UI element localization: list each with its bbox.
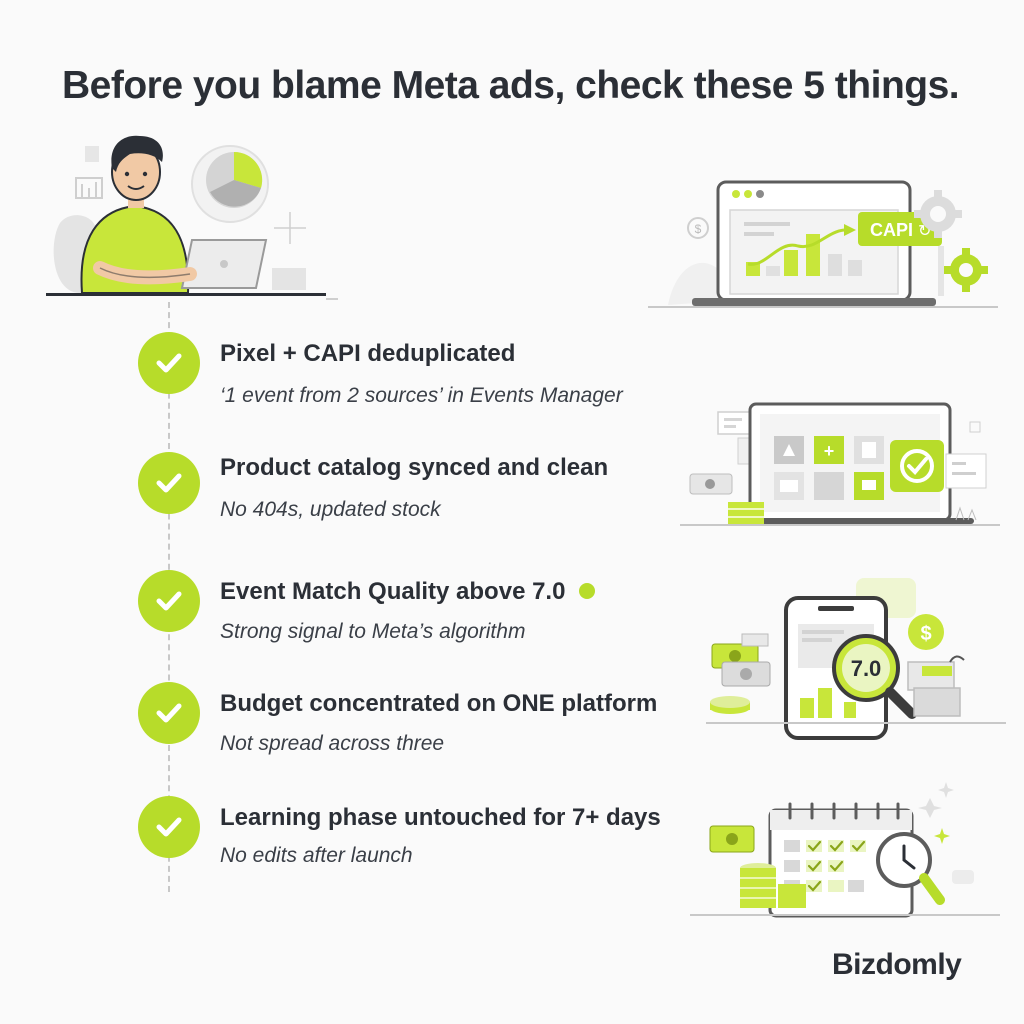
dollar-icon: $ <box>920 623 931 645</box>
checklist-item-subtitle: No 404s, updated stock <box>220 498 441 521</box>
checklist-item-subtitle: ‘1 event from 2 sources’ in Events Manag… <box>220 384 623 407</box>
checklist-item-subtitle: Strong signal to Meta’s algorithm <box>220 620 526 643</box>
checklist-item-title: Budget concentrated on ONE platform <box>220 690 658 717</box>
checklist-item-title: Pixel + CAPI deduplicated <box>220 340 516 367</box>
score-badge-label: 7.0 <box>851 656 882 681</box>
checkmark-icon <box>138 570 200 632</box>
svg-text:+: + <box>824 441 835 461</box>
person-laptop-illustration <box>46 135 338 300</box>
capi-laptop-illustration: $ CAPI ↻ <box>648 180 998 308</box>
svg-text:$: $ <box>695 222 702 236</box>
page-title: Before you blame Meta ads, check these 5… <box>62 64 960 107</box>
capi-badge-label: CAPI <box>870 220 913 240</box>
checklist-item-title: Learning phase untouched for 7+ days <box>220 804 661 831</box>
indicator-dot-icon <box>579 582 596 599</box>
checklist-item-title: Event Match Quality above 7.0 <box>220 578 596 606</box>
score-phone-illustration: 7.0 $ <box>706 578 1006 740</box>
checkmark-icon <box>138 682 200 744</box>
checklist-item-subtitle: Not spread across three <box>220 732 445 755</box>
checklist-item-title: Product catalog synced and clean <box>220 454 609 481</box>
checkmark-icon <box>138 452 200 514</box>
checkmark-icon <box>138 796 200 858</box>
brand-logo: Bizdomly <box>832 948 962 981</box>
checklist-item-subtitle: No edits after launch <box>220 844 413 867</box>
checkmark-icon <box>138 332 200 394</box>
catalog-laptop-illustration: + <box>680 402 1000 526</box>
calendar-clock-illustration <box>690 782 1000 918</box>
